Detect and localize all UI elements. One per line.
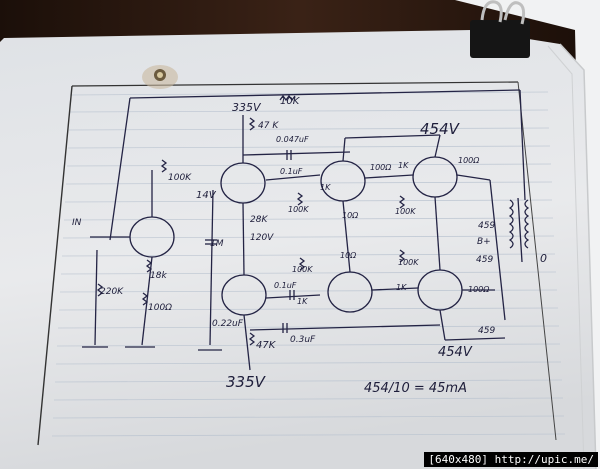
label-top-right-voltage: 454V — [420, 120, 461, 138]
label-bot-right-voltage: 454V — [438, 345, 473, 360]
label-in: IN — [72, 218, 82, 228]
label-r100k-e: 100K — [398, 258, 419, 267]
notebook-paper — [0, 30, 596, 469]
label-c047-top: 0.047uF — [276, 135, 309, 144]
label-r220k: 220K — [100, 287, 124, 297]
label-r10r-a: 10Ω — [342, 211, 359, 220]
pin-stain — [142, 65, 178, 89]
schematic-labels: 335V 10K 454V 47 K 0.047uF 0.1uF 100K 1K… — [72, 96, 547, 396]
label-v14: 14V — [196, 190, 217, 201]
label-out: 0 — [540, 252, 547, 265]
label-formula: 454/10 = 45mA — [364, 381, 467, 396]
label-r100r-b: 100Ω — [458, 156, 480, 165]
label-v459-a: 459 — [478, 221, 495, 231]
label-c01-bot: 0.1uF — [274, 281, 297, 290]
label-top-resistor: 10K — [280, 96, 301, 107]
label-r100r-d: 100Ω — [468, 285, 490, 294]
label-r1k-b: 1K — [398, 161, 409, 170]
image-caption: [640x480] http://upic.me/ — [424, 452, 598, 467]
label-r1k-d: 1K — [396, 283, 407, 292]
paper-stack-edge — [559, 43, 597, 469]
label-r100k-left: 100K — [168, 173, 192, 183]
margin-line-top — [71, 81, 519, 87]
label-c03-bot: 0.3uF — [290, 335, 316, 345]
label-r28k: 28K — [250, 215, 268, 225]
paper-stack-edge-2 — [547, 45, 585, 469]
label-c022: 0.22uF — [212, 319, 244, 329]
label-r47k-bot: 47K — [256, 340, 277, 351]
label-r18k: 18k — [150, 271, 167, 281]
margin-line-left — [37, 85, 73, 446]
label-r100r-a: 100Ω — [370, 163, 392, 172]
label-r100k-mid: 100K — [288, 205, 309, 214]
label-v120: 120V — [250, 233, 274, 243]
schematic-drawing — [82, 89, 530, 371]
label-r10r-b: 10Ω — [340, 251, 357, 260]
label-bot-voltage: 335V — [226, 373, 267, 391]
label-r47k-top: 47 K — [258, 121, 279, 131]
binder-clip — [470, 0, 530, 58]
label-c01-top: 0.1uF — [280, 167, 303, 176]
label-r100k-c: 100K — [395, 207, 416, 216]
label-r1k-a: 1K — [320, 183, 331, 192]
label-c1m: 1M — [210, 239, 224, 249]
label-top-voltage: 335V — [232, 101, 262, 114]
label-r100k-d: 100K — [292, 265, 313, 274]
label-r100r-c: 100Ω — [148, 303, 172, 313]
label-v459-b: 459 — [476, 255, 493, 265]
margin-line-right — [517, 81, 557, 441]
label-r1k-c: 1K — [297, 297, 308, 306]
label-v459-c: 459 — [478, 326, 495, 336]
ruled-lines — [51, 91, 566, 437]
label-b-plus: B+ — [477, 237, 491, 247]
